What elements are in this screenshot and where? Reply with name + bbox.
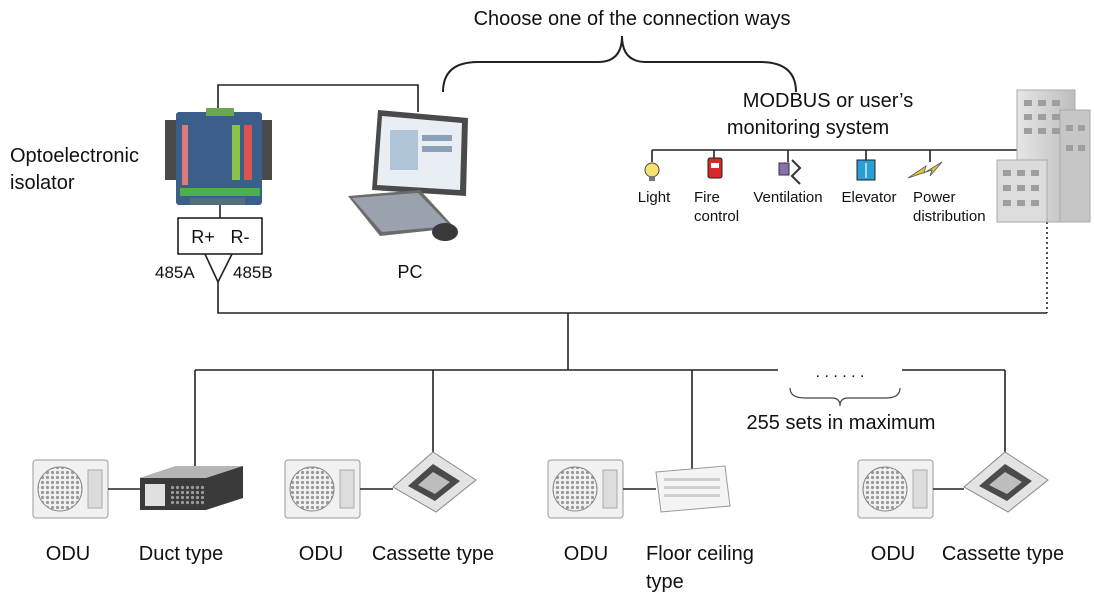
- port-a-label: 485A: [155, 263, 195, 282]
- odu-label: ODU: [299, 543, 343, 565]
- isolator-label-line1: Optoelectronic: [10, 145, 139, 167]
- item-fire-line2: control: [694, 208, 739, 225]
- diagram-title: Choose one of the connection ways: [474, 8, 791, 30]
- cassette-unit-icon: [392, 451, 477, 513]
- idu-label: Cassette type: [372, 543, 494, 565]
- idu-label-line1: Floor ceiling: [646, 543, 754, 565]
- ellipsis: . . . . . .: [816, 364, 865, 381]
- connection-brace: [442, 35, 797, 93]
- pc-label: PC: [397, 262, 422, 282]
- lightning-icon: [907, 161, 943, 179]
- item-fire-line1: Fire: [694, 189, 720, 206]
- floor-ceiling-unit-icon: [655, 465, 731, 513]
- odu-label: ODU: [46, 543, 90, 565]
- monitoring-title-line1: MODBUS or user’s: [743, 90, 913, 112]
- odu-icon: [547, 459, 624, 519]
- item-ventilation: Ventilation: [753, 189, 822, 206]
- port-b-label: 485B: [233, 263, 273, 282]
- odu-icon: [32, 459, 109, 519]
- wiring: [194, 84, 1047, 485]
- odu-label: ODU: [871, 543, 915, 565]
- item-light: Light: [638, 189, 671, 206]
- monitoring-title-line2: monitoring system: [727, 117, 889, 139]
- pc-icon: [348, 110, 468, 241]
- duct-unit-icon: [140, 466, 243, 510]
- elevator-icon: [856, 159, 876, 181]
- item-power-line1: Power: [913, 189, 956, 206]
- item-power-line2: distribution: [913, 208, 986, 225]
- odu-label: ODU: [564, 543, 608, 565]
- isolator-device-icon: [165, 108, 272, 205]
- terminal-block: [177, 217, 263, 255]
- idu-label-line2: type: [646, 571, 684, 593]
- idu-label: Cassette type: [942, 543, 1064, 565]
- building-icon: [996, 89, 1091, 223]
- isolator-label-line2: isolator: [10, 172, 75, 194]
- max-note: 255 sets in maximum: [747, 412, 936, 434]
- terminal-minus: R-: [231, 227, 250, 247]
- fan-icon: [778, 159, 802, 185]
- units-brace: [789, 387, 901, 407]
- odu-icon: [284, 459, 361, 519]
- fire-extinguisher-icon: [707, 157, 723, 179]
- odu-icon: [857, 459, 934, 519]
- light-bulb-icon: [644, 162, 660, 181]
- idu-label: Duct type: [139, 543, 223, 565]
- terminal-plus: R+: [191, 227, 215, 247]
- cassette-unit-icon: [963, 451, 1049, 513]
- item-elevator: Elevator: [841, 189, 896, 206]
